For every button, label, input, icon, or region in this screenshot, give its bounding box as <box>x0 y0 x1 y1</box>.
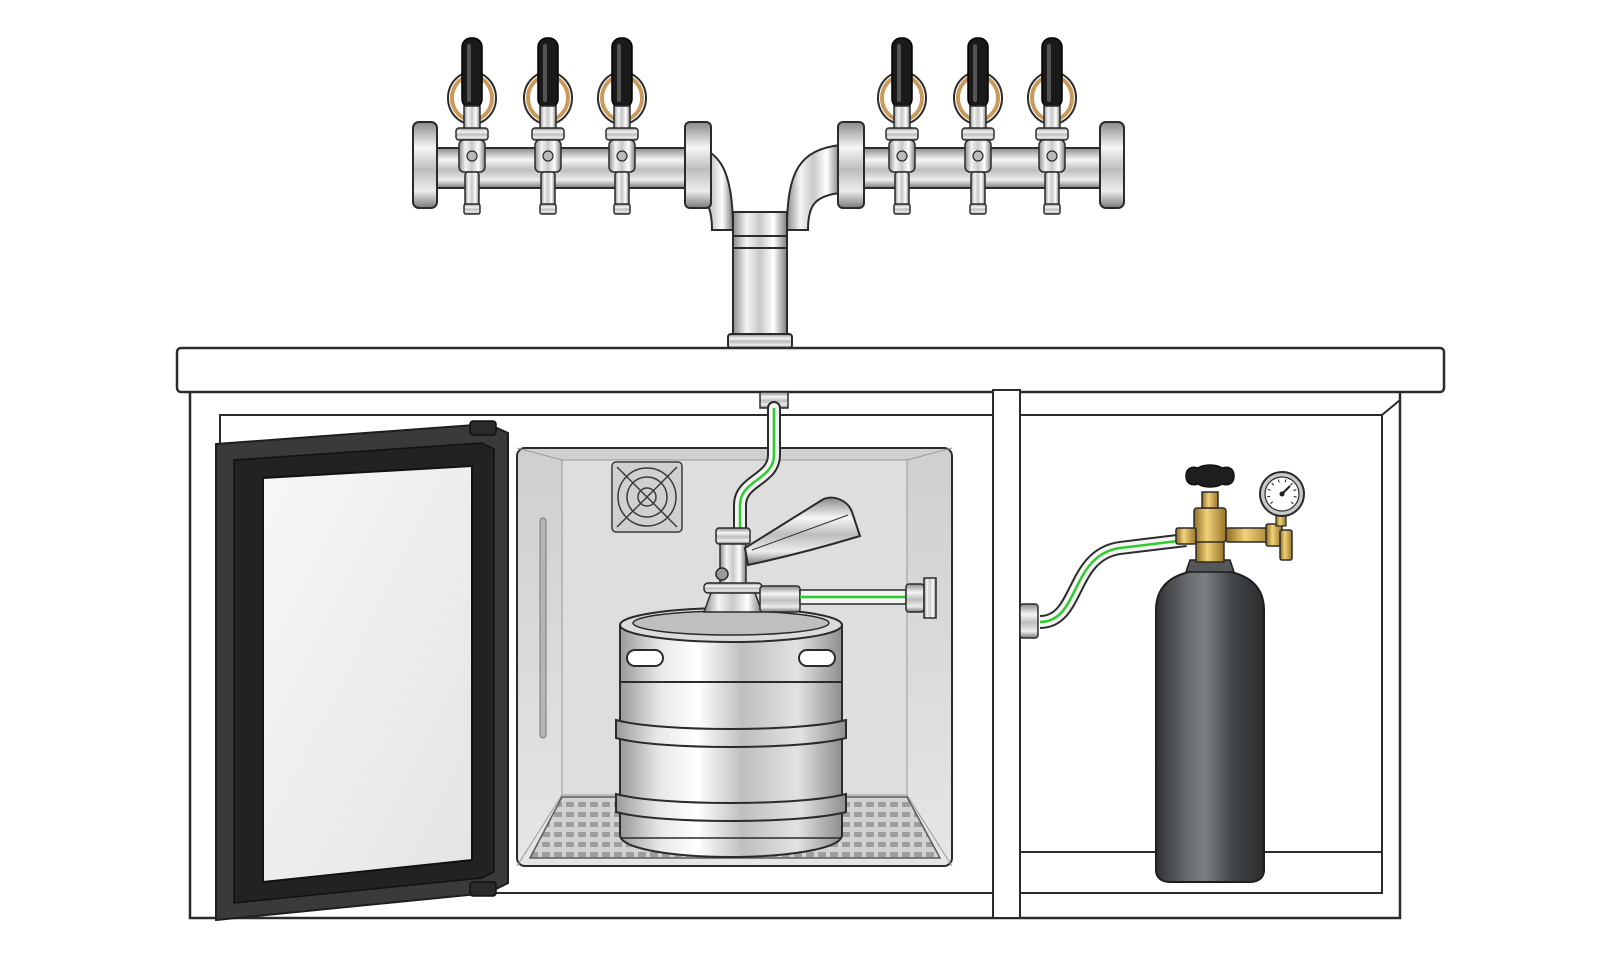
gas-line <box>1019 533 1187 639</box>
beer-tap-4[interactable] <box>877 37 927 215</box>
side-vent <box>539 517 547 739</box>
pressure-gauge-icon <box>1175 464 1305 561</box>
beer-tap-6[interactable] <box>1027 37 1077 215</box>
beer-line <box>733 391 789 537</box>
coupler-icon <box>702 496 862 613</box>
cabinet-divider <box>992 389 1021 919</box>
tap-handle[interactable] <box>891 37 913 109</box>
door-hinge-top <box>469 420 497 436</box>
glass-door-icon <box>215 420 509 922</box>
keg-icon <box>615 607 847 859</box>
tower-branch-right <box>785 143 841 231</box>
keg-handle-right <box>798 649 836 667</box>
tap-handle[interactable] <box>611 37 633 109</box>
manifold-end-cap-right <box>1099 121 1125 209</box>
bulkhead-fitting <box>1019 603 1039 639</box>
beer-tap-1[interactable] <box>447 37 497 215</box>
door-hinge-bottom <box>469 881 497 897</box>
tap-handle[interactable] <box>1041 37 1063 109</box>
beer-tap-3[interactable] <box>597 37 647 215</box>
beer-tap-5[interactable] <box>953 37 1003 215</box>
tower-stem <box>732 211 788 337</box>
tap-handle[interactable] <box>537 37 559 109</box>
tap-handle[interactable] <box>461 37 483 109</box>
tower-base <box>727 333 793 349</box>
door-glass <box>262 464 473 884</box>
countertop <box>175 346 1446 394</box>
gas-cylinder-icon <box>1155 539 1265 883</box>
keg-handle-left <box>626 649 664 667</box>
tap-handle[interactable] <box>967 37 989 109</box>
gas-line-internal <box>759 577 937 619</box>
beer-tap-2[interactable] <box>523 37 573 215</box>
fan-icon <box>611 461 683 533</box>
tap-tower <box>412 37 1125 349</box>
co2-tank-body <box>1155 568 1265 883</box>
manifold-end-cap-left <box>412 121 438 209</box>
